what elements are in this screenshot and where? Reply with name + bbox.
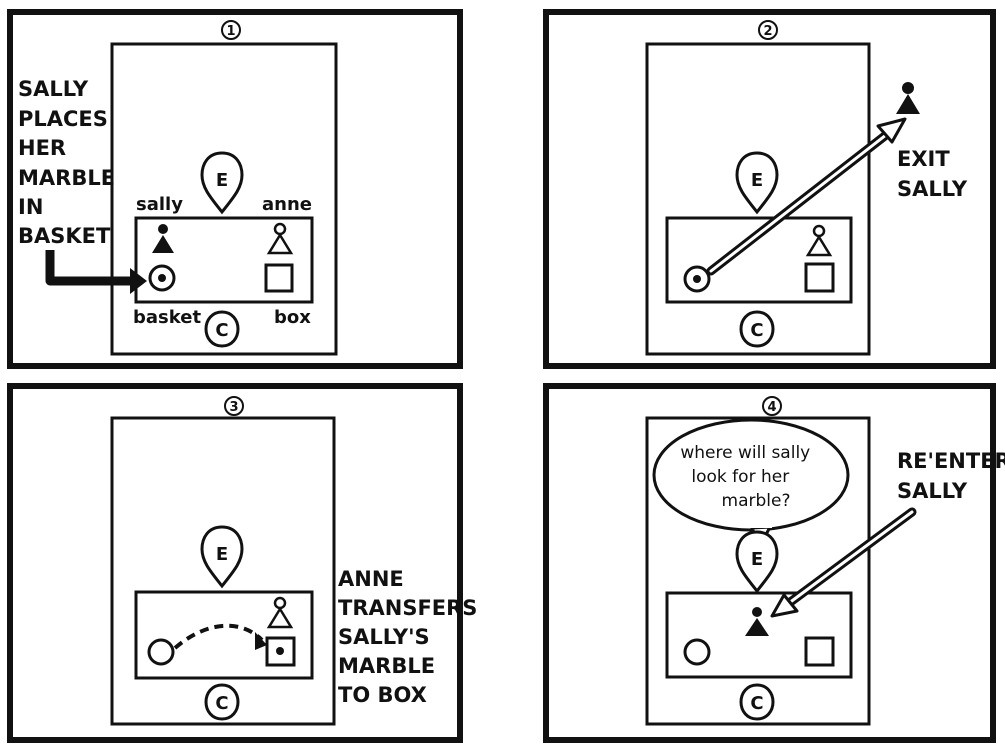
experimenter-letter: E [216, 544, 228, 565]
box-icon [264, 263, 294, 293]
experimenter-letter: E [216, 170, 228, 191]
anne-figure [805, 224, 833, 257]
child-letter: C [750, 693, 763, 714]
sally-figure [152, 224, 174, 253]
basket-icon [148, 264, 176, 292]
basket-icon [147, 638, 175, 666]
panel-3-number-badge: 3 [224, 396, 244, 416]
child-head: C [204, 683, 240, 721]
exit-arrow [706, 117, 907, 276]
panel-1-caption: SALLY PLACES HER MARBLE IN BASKET [18, 77, 122, 248]
sally-figure [745, 607, 769, 636]
panel-1-number-badge: 1 [221, 20, 241, 40]
reenter-arrow [770, 507, 917, 618]
panel-3-caption: ANNE TRANSFERS SALLY'S MARBLE TO BOX [338, 567, 485, 707]
experimenter-head: E [200, 151, 244, 215]
speech-text: where will sally look for her marble? [680, 443, 815, 511]
experimenter-head: E [735, 151, 779, 215]
panel-2-number-badge: 2 [758, 20, 778, 40]
panel-2: 2 EXIT SALLY E [543, 9, 996, 369]
transfer-dashed-arrow [173, 623, 264, 650]
panel-4-caption: RE'ENTER SALLY [897, 449, 1005, 503]
box-label: box [274, 307, 311, 328]
child-letter: C [750, 320, 763, 341]
sally-figure [896, 82, 920, 114]
panel-2-room [645, 42, 871, 356]
panel-1-number: 1 [226, 24, 235, 39]
panel-3-room [110, 416, 336, 726]
panel-3-number: 3 [229, 400, 238, 415]
transfer-arrowhead [255, 632, 267, 650]
experimenter-head: E [200, 525, 244, 589]
child-head: C [204, 310, 240, 348]
anne-figure [266, 222, 294, 255]
panel-4: 4 RE'ENTER SALLY where will sally look f… [543, 383, 1005, 743]
basket-icon [683, 638, 711, 666]
box-icon [265, 636, 296, 667]
basket-label: basket [133, 307, 201, 328]
place-marble-arrow [45, 250, 132, 286]
experimenter-head: E [735, 530, 779, 594]
sally-label: sally [136, 194, 183, 215]
panel-2-number: 2 [763, 24, 772, 39]
basket-icon [683, 265, 711, 293]
panel-4-number: 4 [767, 400, 776, 415]
anne-figure [266, 596, 294, 629]
child-head: C [739, 310, 775, 348]
experimenter-letter: E [751, 170, 763, 191]
panel-4-room [645, 416, 871, 726]
panel-4-number-badge: 4 [762, 396, 782, 416]
panel-1-room [110, 42, 338, 356]
experimenter-letter: E [751, 549, 763, 570]
panel-1: 1 SALLY PLACES HER MARBLE IN BASKET E sa… [7, 9, 463, 369]
anne-label: anne [262, 194, 312, 215]
place-marble-arrowhead [130, 268, 147, 294]
panel-3: 3 ANNE TRANSFERS SALLY'S MARBLE TO BOX E [7, 383, 485, 743]
child-head: C [739, 683, 775, 721]
panel-2-caption: EXIT SALLY [897, 147, 968, 201]
box-icon [804, 262, 835, 293]
child-letter: C [215, 320, 228, 341]
child-letter: C [215, 693, 228, 714]
box-icon [804, 636, 835, 667]
